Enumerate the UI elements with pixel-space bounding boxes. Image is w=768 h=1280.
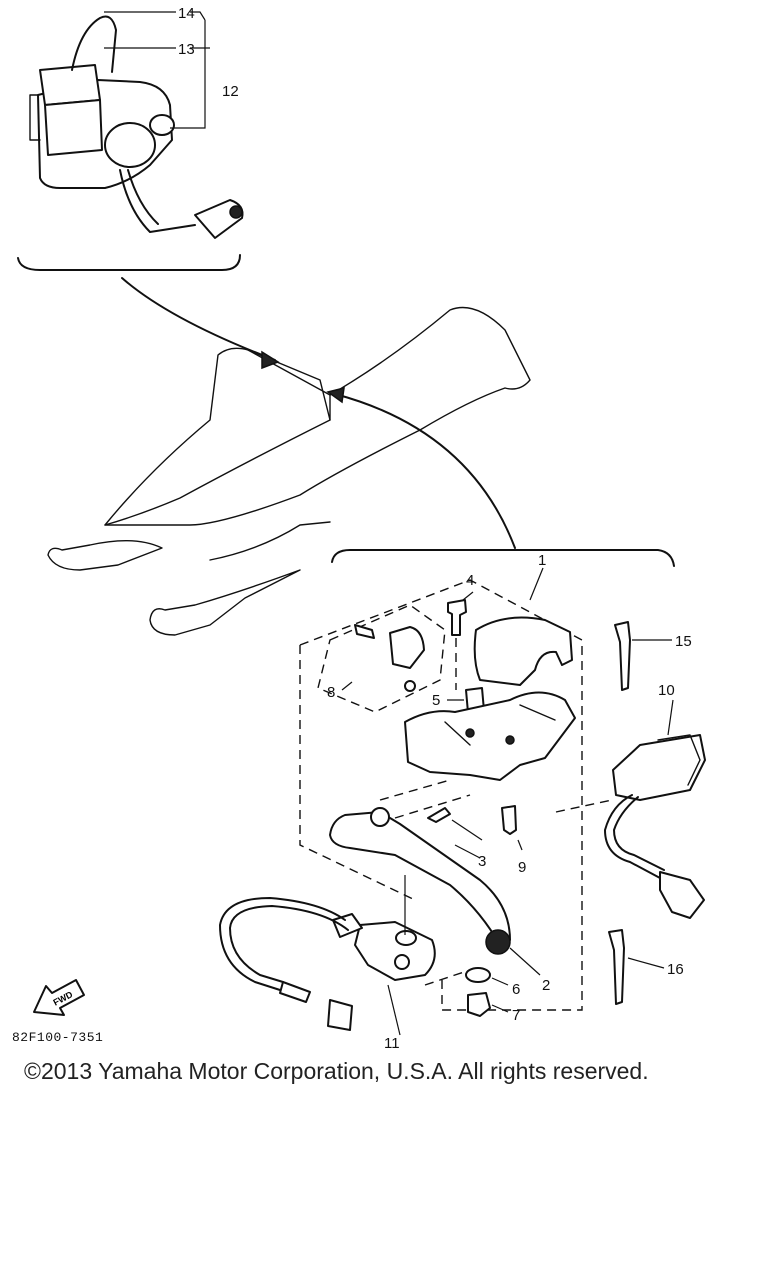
callout-4: 4 [466, 572, 474, 589]
callout-3: 3 [478, 853, 486, 870]
callout-15: 15 [675, 633, 692, 650]
lever-assembly: 1 8 4 5 3 9 [219, 552, 583, 1052]
cable-tie-15: 15 [614, 621, 692, 691]
callout-5: 5 [432, 692, 440, 709]
detail-bracket [331, 549, 675, 567]
parts-diagram: 14 13 12 1 8 4 [17, 5, 706, 1052]
callout-11: 11 [384, 1035, 400, 1052]
callout-6: 6 [512, 981, 520, 998]
callout-14: 14 [178, 5, 195, 22]
inset-switch-assembly: 14 13 12 [17, 5, 244, 271]
callout-2: 2 [542, 977, 550, 994]
callout-16: 16 [667, 961, 684, 978]
copyright-notice: ©2013 Yamaha Motor Corporation, U.S.A. A… [24, 1058, 649, 1084]
callout-10: 10 [658, 682, 675, 699]
cable-tie-16: 16 [608, 929, 684, 1005]
callout-13: 13 [178, 41, 195, 58]
callout-8: 8 [327, 684, 335, 701]
diagram-code: 82F100-7351 [12, 1030, 104, 1045]
snowmobile-outline [47, 277, 531, 636]
callout-12: 12 [222, 83, 239, 100]
callout-7: 7 [512, 1007, 520, 1024]
unit-10: 10 [555, 682, 706, 919]
callout-9: 9 [518, 859, 526, 876]
callout-1: 1 [538, 552, 546, 569]
fwd-arrow-icon: FWD [33, 979, 85, 1016]
